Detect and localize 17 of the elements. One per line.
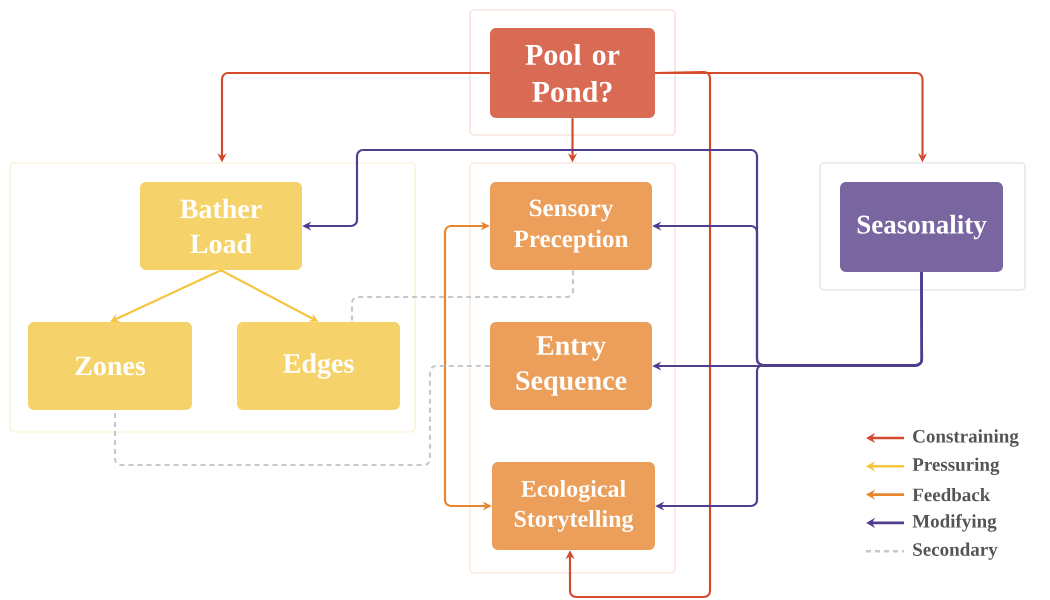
- process-box: Sensory Preception: [490, 182, 652, 270]
- legend-label: Modifying: [912, 514, 997, 532]
- connector-line: [113, 364, 490, 467]
- process-box: Edges: [237, 322, 400, 410]
- legend-label: Pressuring: [912, 457, 1000, 475]
- process-box: Zones: [28, 322, 192, 410]
- process-box: Ecological Storytelling: [492, 462, 655, 550]
- connector-line: [350, 270, 575, 322]
- process-box: Pool or Pond?: [490, 28, 655, 118]
- arrow: [565, 71, 712, 599]
- arrow: [110, 269, 222, 323]
- process-box: Entry Sequence: [490, 322, 652, 410]
- process-box: Seasonality: [840, 182, 1003, 272]
- legend-label: Constraining: [913, 429, 1019, 447]
- legend-label: Feedback: [912, 487, 991, 502]
- process-box: Bather Load: [140, 182, 302, 270]
- legend-label: Secondary: [913, 542, 998, 560]
